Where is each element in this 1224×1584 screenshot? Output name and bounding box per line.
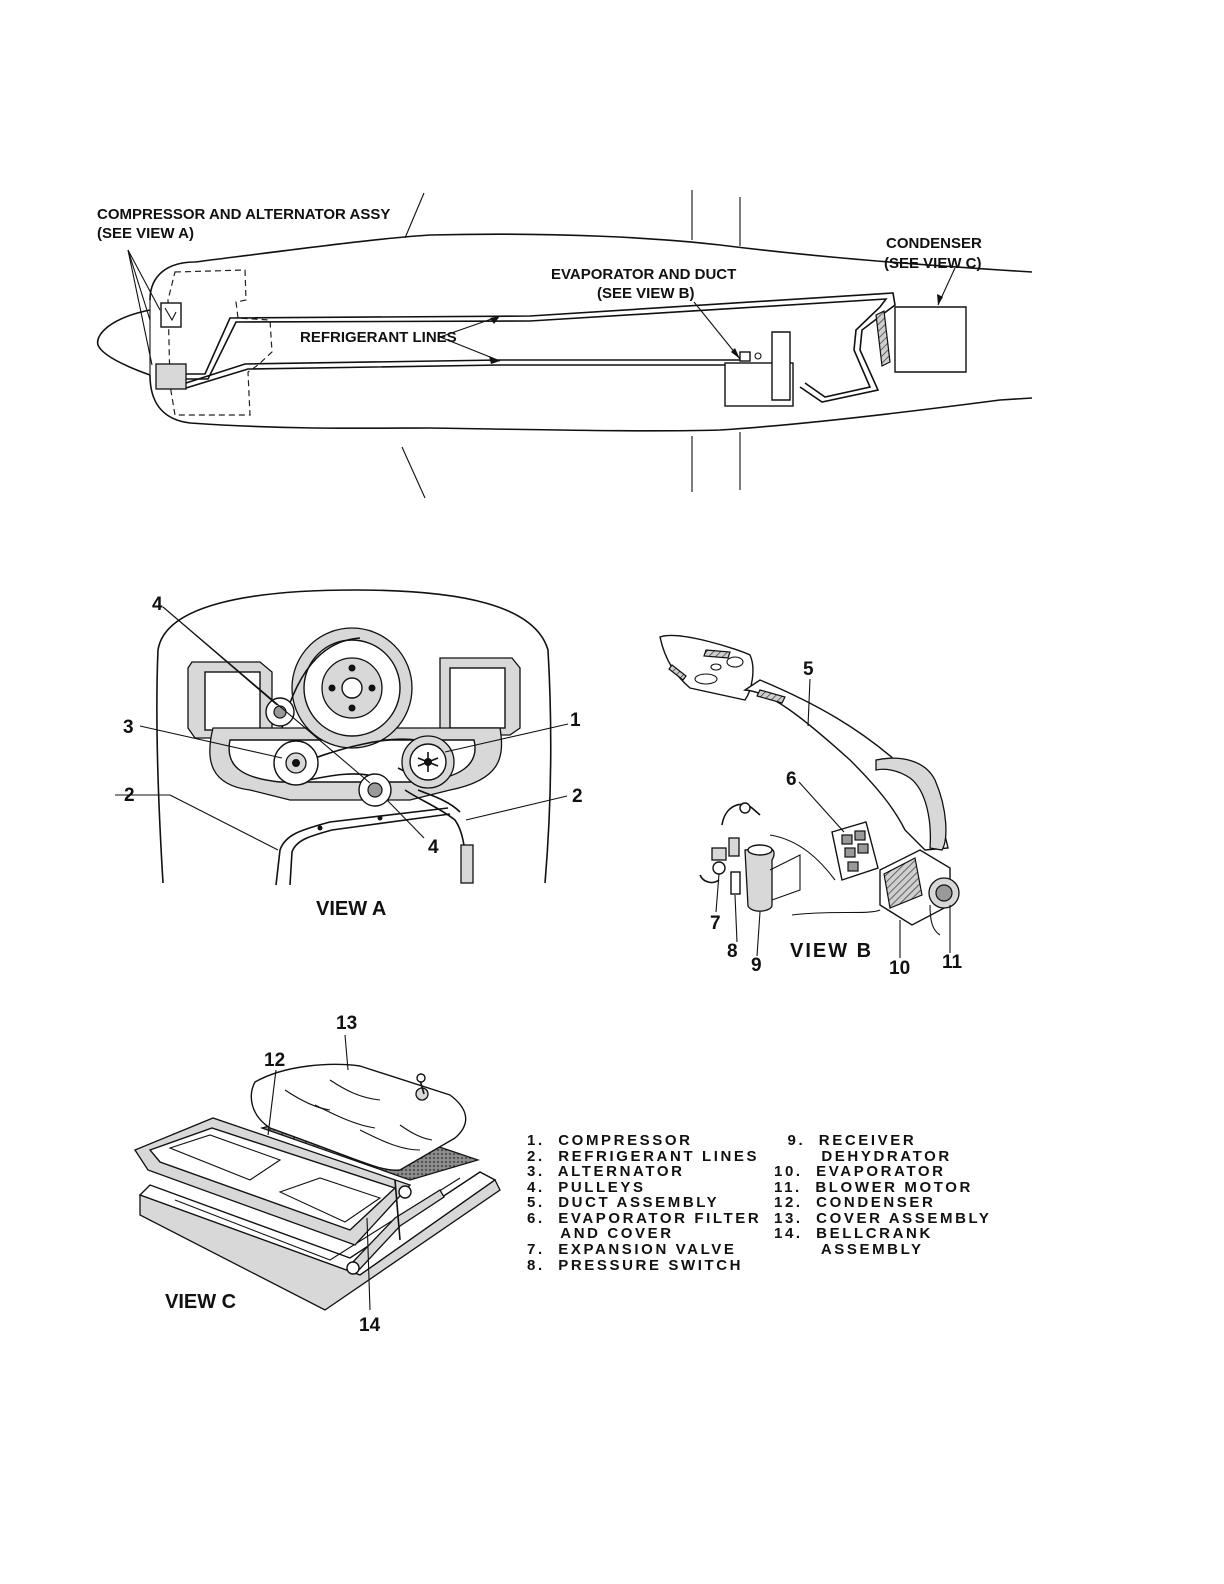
legend-item: 8. PRESSURE SWITCH <box>527 1257 743 1274</box>
view-b-callout-10: 10 <box>889 958 910 979</box>
legend-item: 3. ALTERNATOR <box>527 1163 685 1180</box>
legend-item: 6. EVAPORATOR FILTER <box>527 1210 761 1227</box>
overview-section: COMPRESSOR AND ALTERNATOR ASSY (SEE VIEW… <box>96 190 1033 499</box>
view-a-callout-3: 3 <box>123 717 134 738</box>
legend-item: AND COVER <box>527 1225 674 1242</box>
refrigerant-lines-label: REFRIGERANT LINES <box>300 329 457 346</box>
cowling-outline <box>156 589 552 884</box>
view-b-title: VIEW B <box>790 940 873 962</box>
legend: 1. COMPRESSOR 2. REFRIGERANT LINES 3. AL… <box>527 1132 991 1274</box>
view-b-callout-6: 6 <box>786 769 797 790</box>
alternator-box <box>155 363 187 390</box>
view-b-callout-7: 7 <box>710 913 721 934</box>
view-a-callout-4-top: 4 <box>152 594 163 615</box>
legend-item: 7. EXPANSION VALVE <box>527 1241 736 1258</box>
legend-item: 2. REFRIGERANT LINES <box>527 1148 759 1165</box>
evaporator-duct-label: EVAPORATOR AND DUCT <box>551 266 736 283</box>
view-c-callout-13: 13 <box>336 1013 357 1034</box>
view-c-callout-12: 12 <box>264 1050 285 1071</box>
view-a-callout-4-bottom: 4 <box>428 837 439 858</box>
view-c-section: 13 12 14 VIEW C <box>134 1013 501 1336</box>
legend-left-col: 1. COMPRESSOR 2. REFRIGERANT LINES 3. AL… <box>527 1132 761 1274</box>
view-b-callout-8: 8 <box>727 941 738 962</box>
receiver-dehydrator <box>744 847 775 912</box>
expansion-valve <box>711 847 727 861</box>
legend-item: 11. BLOWER MOTOR <box>774 1179 973 1196</box>
view-a-callout-2-right: 2 <box>572 786 583 807</box>
compressor-alternator-label: COMPRESSOR AND ALTERNATOR ASSY <box>97 206 390 223</box>
duct-assembly <box>742 679 949 851</box>
propeller-spinner <box>96 309 151 376</box>
legend-item: 13. COVER ASSEMBLY <box>774 1210 991 1227</box>
view-a-section: 4 3 1 2 2 4 VIEW A <box>115 589 583 920</box>
view-a-callout-2-left: 2 <box>124 785 135 806</box>
legend-item: 9. RECEIVER <box>774 1132 916 1149</box>
legend-item: 1. COMPRESSOR <box>527 1132 693 1149</box>
pressure-switch <box>730 871 741 895</box>
refrigerant-line-upper <box>186 292 896 403</box>
legend-item: 14. BELLCRANK <box>774 1225 933 1242</box>
legend-item: ASSEMBLY <box>774 1241 923 1258</box>
view-b-section: 5 6 7 8 9 10 11 VIEW B <box>659 634 963 979</box>
view-b-callout-5: 5 <box>803 659 814 680</box>
see-view-a-label: (SEE VIEW A) <box>97 225 194 242</box>
view-b-callout-11: 11 <box>942 952 963 973</box>
view-c-callout-14: 14 <box>359 1315 381 1336</box>
see-view-b-label: (SEE VIEW B) <box>597 285 695 302</box>
view-a-title: VIEW A <box>316 898 386 920</box>
engine-outline <box>167 269 273 416</box>
refrigerant-line-lower <box>185 359 745 384</box>
view-c-title: VIEW C <box>165 1291 236 1313</box>
legend-item: 4. PULLEYS <box>527 1179 646 1196</box>
legend-item: 10. EVAPORATOR <box>774 1163 946 1180</box>
legend-right-col: 9. RECEIVER DEHYDRATOR 10. EVAPORATOR 11… <box>774 1132 991 1258</box>
condenser-label: CONDENSER <box>886 235 982 252</box>
legend-item: DEHYDRATOR <box>774 1148 952 1165</box>
condenser-box <box>894 306 967 373</box>
cover-assembly <box>250 1063 467 1171</box>
compressor-box <box>160 302 182 328</box>
see-view-c-label: (SEE VIEW C) <box>884 255 982 272</box>
legend-item: 5. DUCT ASSEMBLY <box>527 1194 719 1211</box>
fuselage-outline <box>149 233 1033 301</box>
view-b-callout-9: 9 <box>751 955 762 976</box>
view-a-callout-1: 1 <box>570 710 581 731</box>
legend-item: 12. CONDENSER <box>774 1194 935 1211</box>
